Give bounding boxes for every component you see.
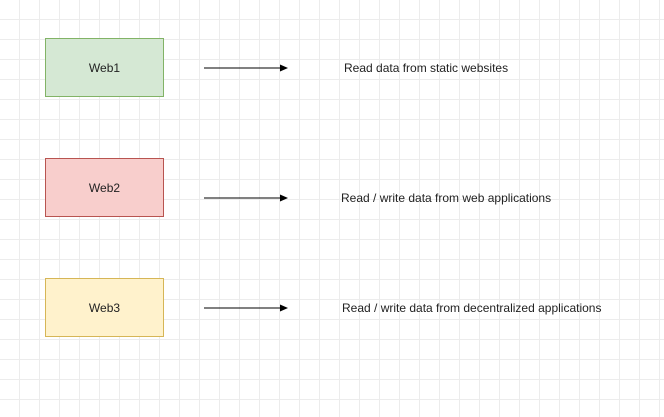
web2-description: Read / write data from web applications (341, 191, 552, 205)
web1-arrow (204, 64, 288, 72)
web1-box[interactable]: Web1 (45, 38, 164, 97)
web2-label: Web2 (88, 180, 121, 195)
web2-box[interactable]: Web2 (45, 158, 164, 217)
web3-box[interactable]: Web3 (45, 278, 164, 337)
web2-arrow (204, 194, 288, 202)
web3-description: Read / write data from decentralized app… (342, 301, 602, 315)
web1-description: Read data from static websites (344, 61, 509, 75)
web3-label: Web3 (88, 300, 121, 315)
web3-arrow (204, 304, 288, 312)
web1-label: Web1 (88, 60, 121, 75)
